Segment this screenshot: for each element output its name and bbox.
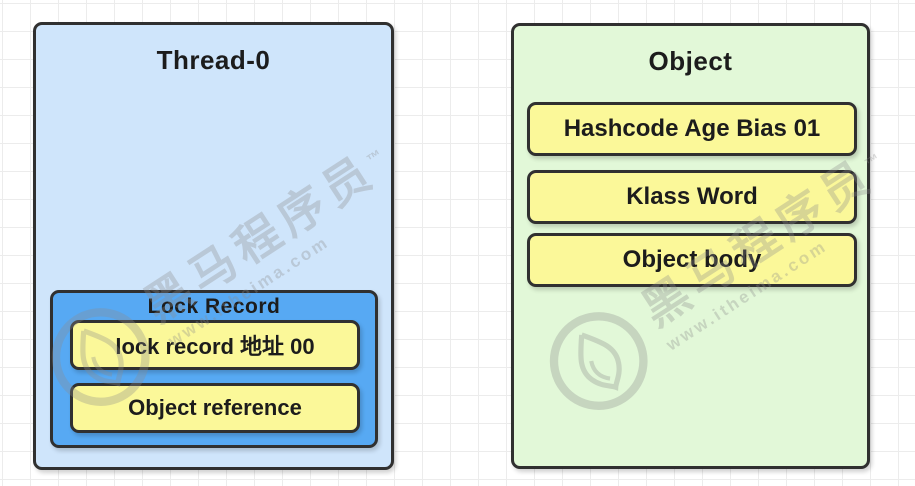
mark-word-row: Hashcode Age Bias 01 <box>527 102 857 156</box>
lock-record-box: Lock Record lock record 地址 00 Object ref… <box>50 290 378 448</box>
lock-record-title: Lock Record <box>147 295 281 318</box>
klass-word-row: Klass Word <box>527 170 857 224</box>
object-body-box: Object body <box>527 233 857 287</box>
object-title: Object <box>648 46 733 76</box>
thread-box: Thread-0 Lock Record lock record 地址 00 O… <box>33 22 394 470</box>
object-reference-row: Object reference <box>70 383 360 433</box>
lock-record-address-row: lock record 地址 00 <box>70 320 360 370</box>
object-box: Object Hashcode Age Bias 01 Klass Word O… <box>511 23 870 469</box>
thread-title: Thread-0 <box>156 45 271 75</box>
